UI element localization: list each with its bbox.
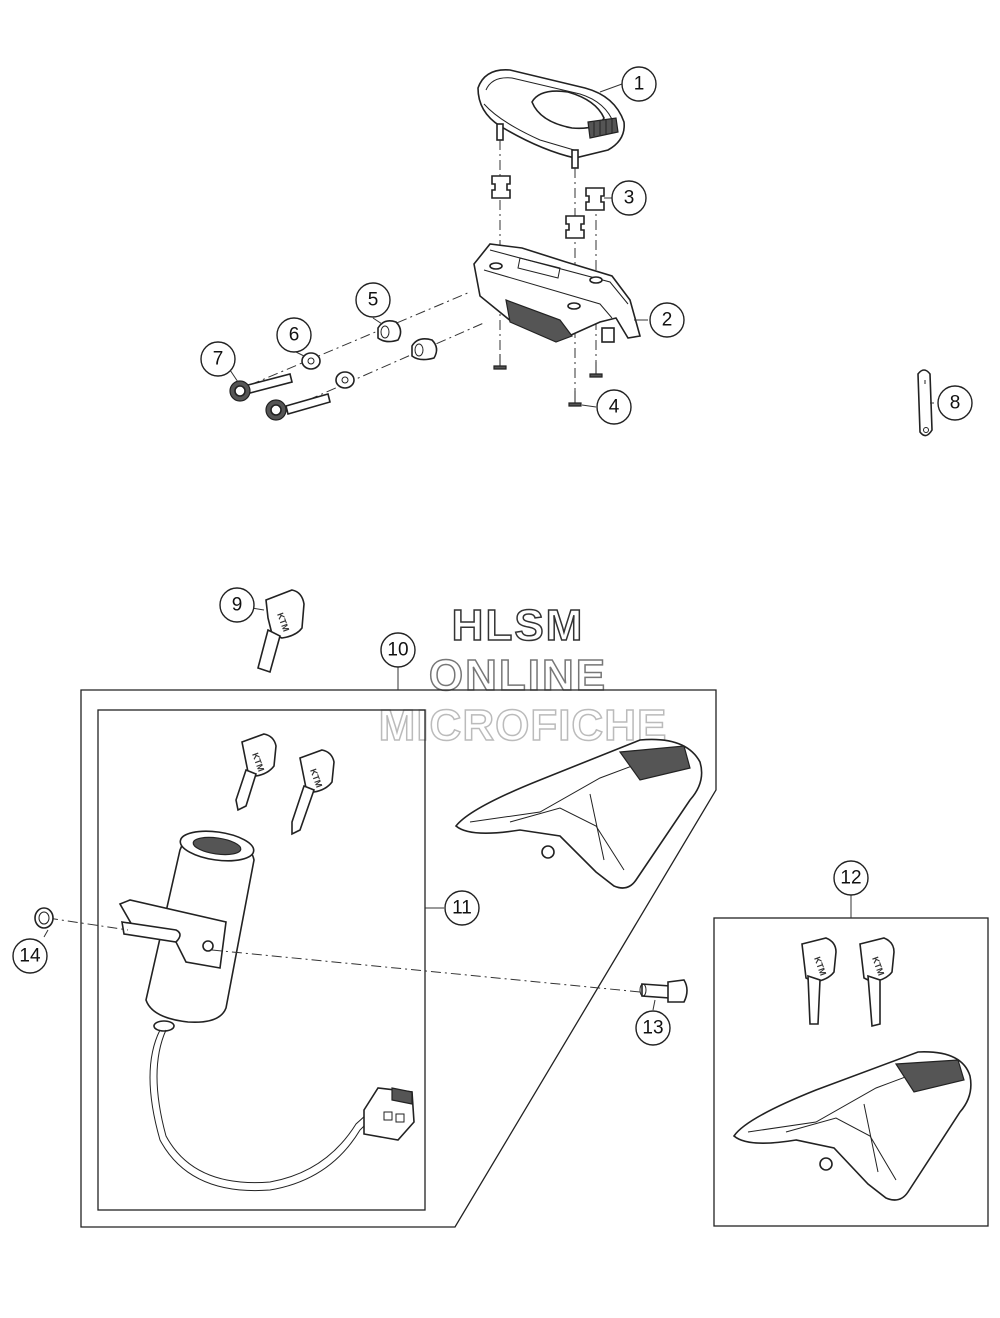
callout-circle: [611, 180, 647, 216]
callout-label: 14: [19, 946, 41, 967]
callout-3: 3: [611, 180, 647, 216]
callout-9: 9: [219, 587, 255, 623]
callout-1: 1: [621, 66, 657, 102]
callout-circle: [380, 632, 416, 668]
callout-circle: [276, 317, 312, 353]
callout-12: 12: [833, 860, 869, 896]
side-bolts: [229, 373, 331, 421]
tank-cover-10: [454, 738, 703, 889]
side-bushings: [377, 320, 438, 361]
callout-4: 4: [596, 389, 632, 425]
callout-label: 7: [213, 349, 224, 370]
callout-11: 11: [444, 890, 480, 926]
callout-label: 13: [642, 1018, 663, 1039]
side-bolt-lines: [249, 291, 487, 409]
callout-label: 2: [662, 310, 673, 331]
callout-2: 2: [649, 302, 685, 338]
callout-7: 7: [200, 341, 236, 377]
watermark-line-2: ONLINE: [429, 651, 607, 700]
bracket-screws: [493, 354, 603, 407]
keys-11: KTM KTM: [235, 733, 335, 836]
rubber-grommets: [491, 175, 605, 239]
callout-circle: [621, 66, 657, 102]
ignition-lock: [118, 830, 415, 1192]
callout-14: 14: [12, 938, 48, 974]
watermark-line-1: HLSM: [452, 601, 585, 650]
seal-ring: [34, 907, 54, 929]
washers: [301, 352, 355, 389]
callout-circle: [937, 385, 973, 421]
instrument-cluster: [477, 69, 625, 169]
callout-circle: [833, 860, 869, 896]
callout-8: 8: [937, 385, 973, 421]
lock-bolt-lines: [47, 917, 641, 993]
shear-bolt: [639, 979, 688, 1003]
frame-11: [97, 709, 444, 1211]
callout-circle: [596, 389, 632, 425]
callout-label: 8: [950, 393, 961, 414]
callout-circle: [355, 282, 391, 318]
callout-label: 6: [289, 325, 300, 346]
tank-cover-12: [732, 1051, 972, 1201]
callout-13: 13: [635, 1010, 671, 1046]
callout-label: 4: [609, 397, 620, 418]
keys-12: KTM KTM: [801, 937, 895, 1028]
frame-10: [80, 666, 717, 1228]
callout-5: 5: [355, 282, 391, 318]
callout-label: 10: [387, 640, 408, 661]
callout-label: 11: [452, 898, 472, 919]
cluster-bracket: [473, 243, 642, 343]
callout-circle: [12, 938, 48, 974]
frame-12: [713, 895, 989, 1227]
callout-label: 1: [634, 74, 645, 95]
callout-circle: [649, 302, 685, 338]
key-9: KTM: [257, 589, 305, 674]
callout-label: 9: [232, 595, 243, 616]
callout-circle: [200, 341, 236, 377]
watermark: HLSM ONLINE MICROFICHE: [378, 600, 668, 751]
callout-label: 5: [368, 290, 379, 311]
callout-circle: [444, 890, 480, 926]
callout-10: 10: [380, 632, 416, 668]
callout-circle: [635, 1010, 671, 1046]
callout-label: 3: [624, 188, 635, 209]
callout-circle: [219, 587, 255, 623]
watermark-line-3: MICROFICHE: [379, 701, 668, 750]
callout-6: 6: [276, 317, 312, 353]
callout-label: 12: [840, 868, 861, 889]
strap: [917, 369, 933, 437]
